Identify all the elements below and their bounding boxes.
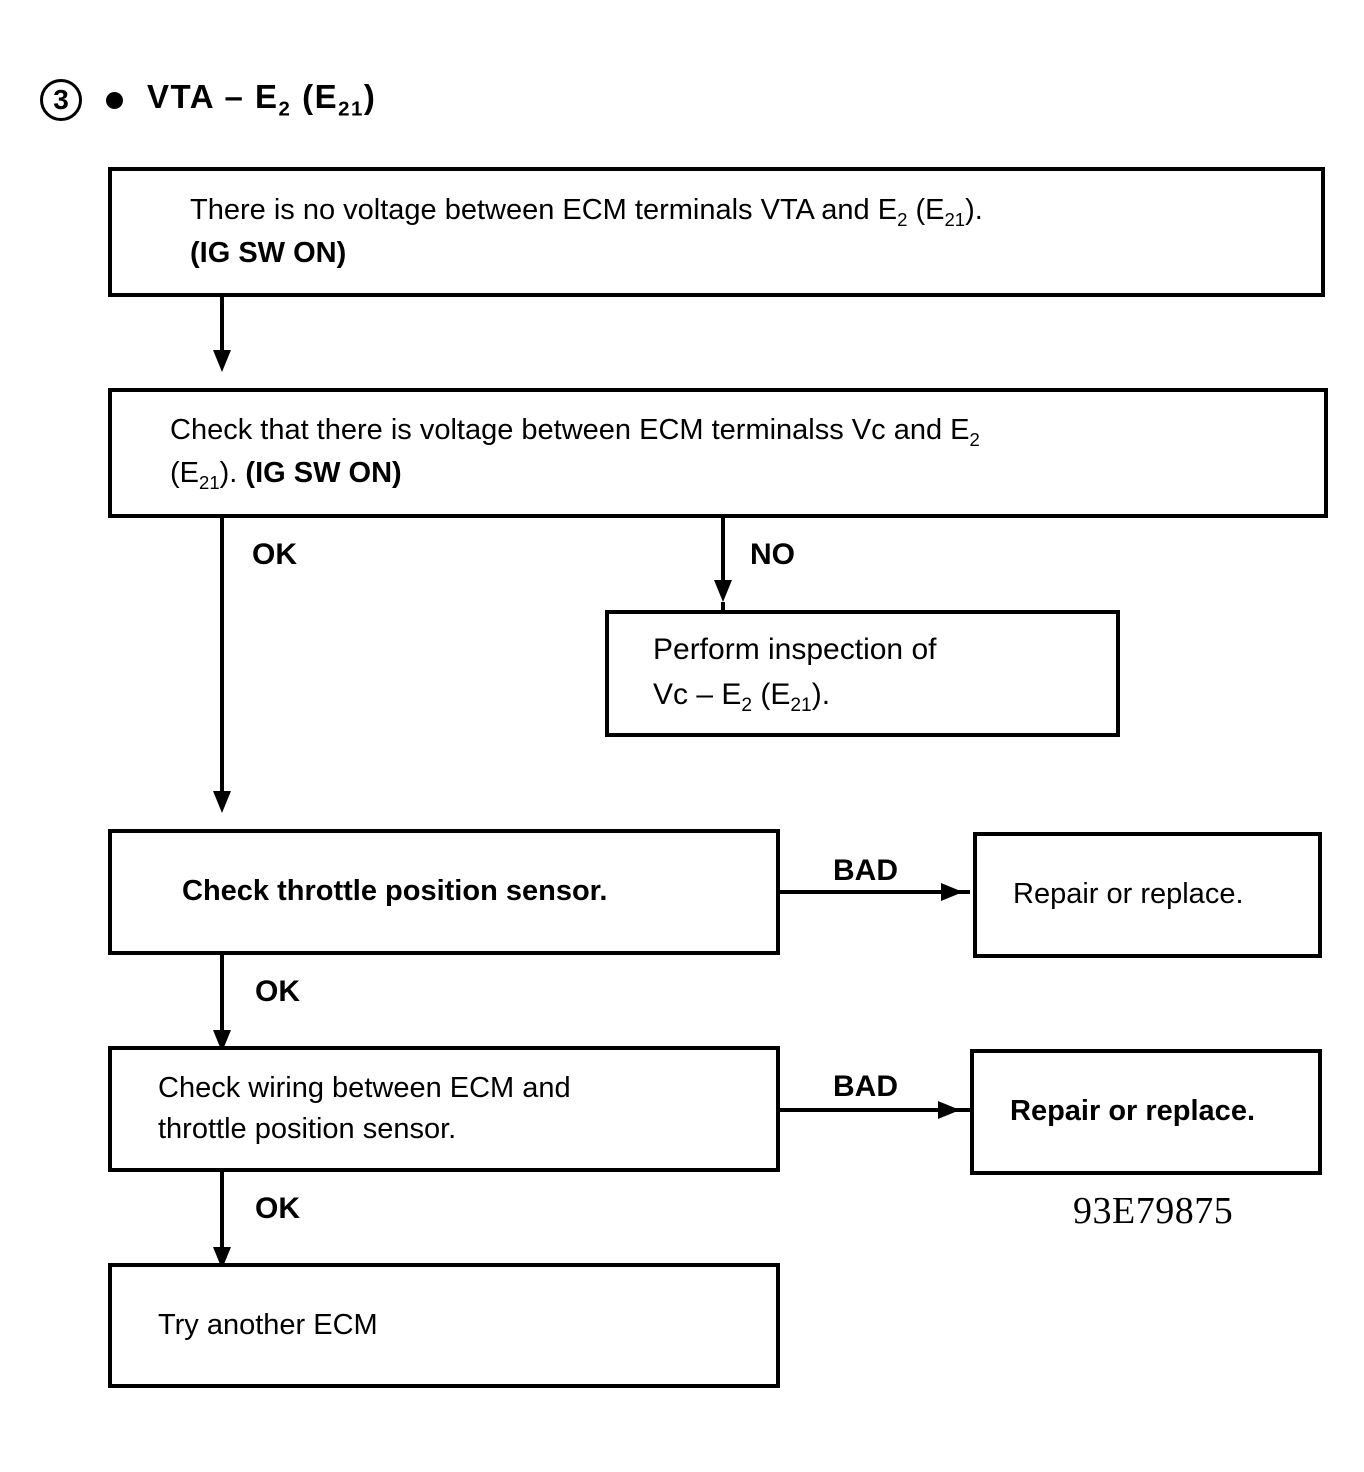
box-check-wiring: Check wiring between ECM and throttle po… bbox=[108, 1046, 780, 1172]
page-title-mid: (E bbox=[291, 78, 339, 116]
box-no-voltage-line2: (IG SW ON) bbox=[190, 236, 347, 269]
edge-label-no: NO bbox=[750, 538, 795, 571]
page-title-main: VTA – E bbox=[147, 78, 279, 116]
wiring-line2: throttle position sensor. bbox=[158, 1113, 457, 1145]
box-repair-2-text: Repair or replace. bbox=[1010, 1095, 1255, 1128]
arrow-right-icon bbox=[938, 1101, 960, 1119]
section-header: 3 VTA – E2 (E21) bbox=[40, 72, 376, 128]
page-title: VTA – E2 (E21) bbox=[147, 78, 376, 122]
page-title-sub2: 21 bbox=[338, 97, 364, 121]
box-no-voltage-text: There is no voltage between ECM terminal… bbox=[112, 190, 1321, 274]
perform-line2: Vc – E2 (E21). bbox=[653, 672, 1090, 721]
line2-sub2: 21 bbox=[790, 694, 812, 716]
box-no-voltage-line1: There is no voltage between ECM terminal… bbox=[190, 190, 1295, 233]
figure-reference-code: 93E79875 bbox=[1073, 1190, 1234, 1232]
box-perform-inspection: Perform inspection of Vc – E2 (E21). bbox=[605, 610, 1120, 737]
box-try-ecm-text: Try another ECM bbox=[158, 1308, 378, 1341]
arrow-right-icon bbox=[941, 883, 963, 901]
arrow-down-icon bbox=[714, 580, 732, 602]
edge-label-ok-3: OK bbox=[255, 1192, 300, 1225]
bullet-icon bbox=[106, 91, 123, 109]
line1-sub: 2 bbox=[897, 208, 908, 230]
line2-sub: 21 bbox=[199, 471, 220, 493]
connector-wiring-ok bbox=[220, 1172, 224, 1256]
wiring-line1: Check wiring between ECM and bbox=[158, 1071, 571, 1104]
edge-label-ok-1: OK bbox=[252, 538, 297, 571]
box-repair-or-replace-2: Repair or replace. bbox=[970, 1049, 1322, 1175]
line2-mid: (E bbox=[752, 677, 791, 711]
box-try-another-ecm: Try another ECM bbox=[108, 1263, 780, 1388]
line2-pre: Vc – E bbox=[653, 677, 742, 711]
box-no-voltage: There is no voltage between ECM terminal… bbox=[108, 167, 1325, 297]
box-check-tps-text: Check throttle position sensor. bbox=[182, 875, 608, 908]
line2-pre: (E bbox=[170, 457, 199, 489]
box-check-throttle-position-sensor: Check throttle position sensor. bbox=[108, 829, 780, 955]
connector-check-vc-ok bbox=[220, 518, 224, 800]
connector-check-vc-no bbox=[721, 518, 725, 588]
connector-tps-bad bbox=[780, 890, 970, 894]
box-check-vc-text: Check that there is voltage between ECM … bbox=[112, 410, 1324, 496]
line1-mid: (E bbox=[907, 193, 945, 226]
edge-label-ok-2: OK bbox=[255, 975, 300, 1008]
line1-sub2: 21 bbox=[944, 208, 966, 230]
arrow-down-icon bbox=[213, 350, 231, 372]
line2-bold: (IG SW ON) bbox=[245, 457, 402, 489]
edge-label-bad-2: BAD bbox=[833, 1070, 898, 1103]
arrow-down-icon bbox=[213, 791, 231, 813]
box-check-vc-line2: (E21). (IG SW ON) bbox=[170, 453, 1298, 496]
perform-line1: Perform inspection of bbox=[653, 632, 937, 666]
edge-label-bad-1: BAD bbox=[833, 854, 898, 887]
box-repair-or-replace-1: Repair or replace. bbox=[973, 832, 1322, 958]
line1-pre: Check that there is voltage between ECM … bbox=[170, 413, 970, 446]
box-check-vc-line1: Check that there is voltage between ECM … bbox=[170, 410, 1298, 453]
page-title-sub1: 2 bbox=[278, 97, 292, 121]
box-check-wiring-text: Check wiring between ECM and throttle po… bbox=[112, 1068, 776, 1150]
line2-sub: 2 bbox=[741, 694, 753, 716]
page-title-end: ) bbox=[363, 78, 377, 116]
line2-mid: ). bbox=[219, 457, 246, 489]
step-number-badge: 3 bbox=[40, 79, 82, 121]
line1-end: ). bbox=[965, 193, 983, 226]
connector-no-stub bbox=[721, 602, 725, 612]
connector-wiring-bad bbox=[780, 1108, 970, 1112]
box-perform-inspection-text: Perform inspection of Vc – E2 (E21). bbox=[609, 627, 1116, 721]
line2-end: ). bbox=[811, 677, 831, 711]
box-check-vc: Check that there is voltage between ECM … bbox=[108, 388, 1328, 518]
line1-sub: 2 bbox=[969, 428, 980, 450]
connector-no-voltage-to-check-vc bbox=[220, 297, 224, 359]
line1-pre: There is no voltage between ECM terminal… bbox=[190, 193, 898, 226]
connector-tps-ok bbox=[220, 955, 224, 1039]
box-repair-1-text: Repair or replace. bbox=[1013, 878, 1244, 911]
